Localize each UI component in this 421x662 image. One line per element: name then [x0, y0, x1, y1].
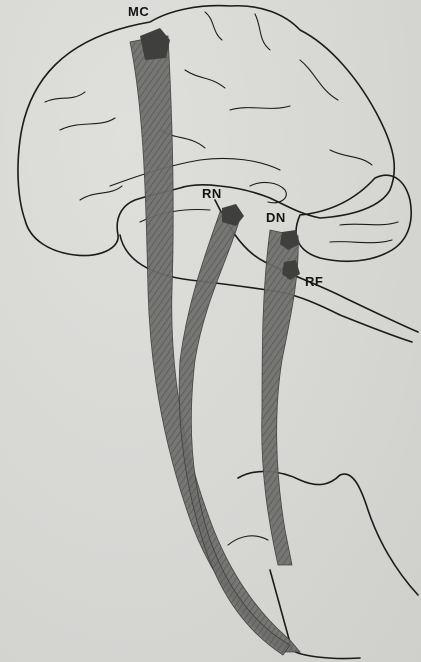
sulcus-8	[79, 185, 123, 201]
cerebrum-outline	[17, 4, 396, 257]
rubrospinal-tract-hatch	[179, 212, 290, 655]
lateral-sulcus	[109, 157, 281, 187]
sulcus-1	[204, 11, 223, 41]
cerebellum-fold-2	[329, 239, 393, 244]
brainstem-lower-edge	[214, 199, 419, 333]
sulcus-9	[329, 149, 373, 166]
label-mc: MC	[128, 4, 149, 19]
sulcus-5	[184, 69, 226, 89]
motor-cortex-nucleus	[140, 28, 170, 60]
sulcus-4	[59, 117, 116, 131]
corticospinal-tract-hatch	[130, 36, 300, 652]
label-rn: RN	[202, 186, 222, 201]
thalamus-contour	[249, 181, 287, 204]
reticular-formation-nucleus	[282, 260, 300, 280]
sulcus-7	[299, 59, 339, 101]
label-dn: DN	[266, 210, 286, 225]
sulcus-6	[229, 105, 291, 111]
red-nucleus	[222, 204, 244, 226]
cerebellum-outline	[295, 174, 412, 263]
dentate-nucleus	[280, 230, 300, 250]
label-rf: RF	[305, 274, 323, 289]
cerebellum-fold-1	[339, 221, 399, 226]
spinal-cord-outline	[237, 470, 419, 596]
sulcus-2	[254, 13, 271, 51]
spinal-cord-inner	[227, 535, 269, 546]
reticulospinal-tract-hatch	[261, 230, 299, 565]
sulcus-3	[44, 91, 86, 103]
